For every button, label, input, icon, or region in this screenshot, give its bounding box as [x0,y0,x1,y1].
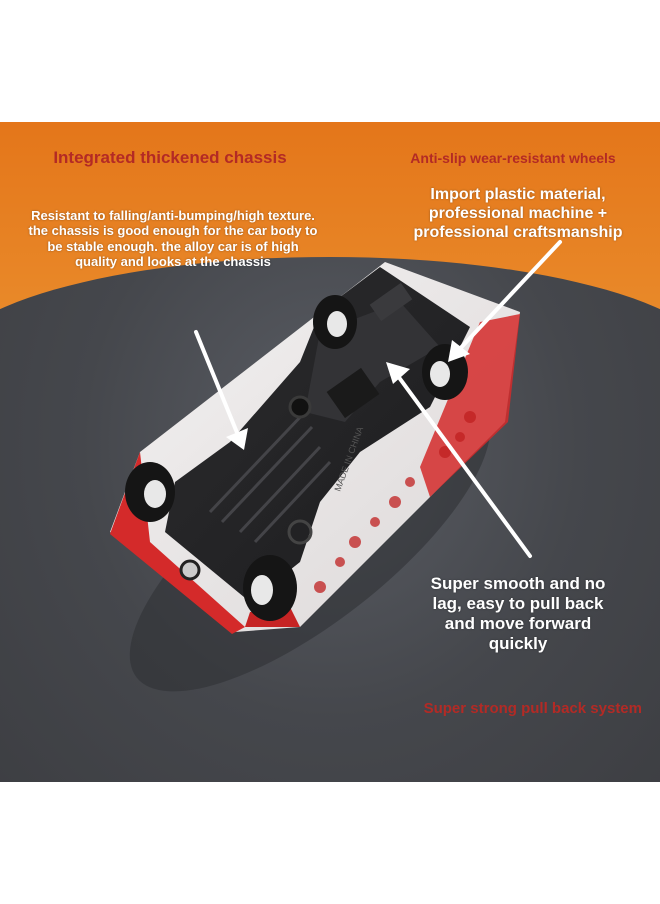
toy-car-underside: MADE IN CHINA [110,240,562,692]
wheels-description: Import plastic material, professional ma… [413,186,623,241]
annotation-arrows [194,240,562,558]
chassis-description: Resistant to falling/anti-bumping/high t… [28,208,318,269]
wheels-title: Anti-slip wear-resistant wheels [410,150,616,166]
chassis-title: Integrated thickened chassis [53,148,287,167]
pullback-title: Super strong pull back system [423,700,642,717]
product-photo: MADE IN CHINA Integrated thickened chass… [0,122,660,782]
pullback-description: Super smooth and no lag, easy to pull ba… [430,574,606,654]
wheel-front-right [243,555,297,621]
wheel-rear-left [313,295,357,349]
wheel-front-left [125,462,175,522]
